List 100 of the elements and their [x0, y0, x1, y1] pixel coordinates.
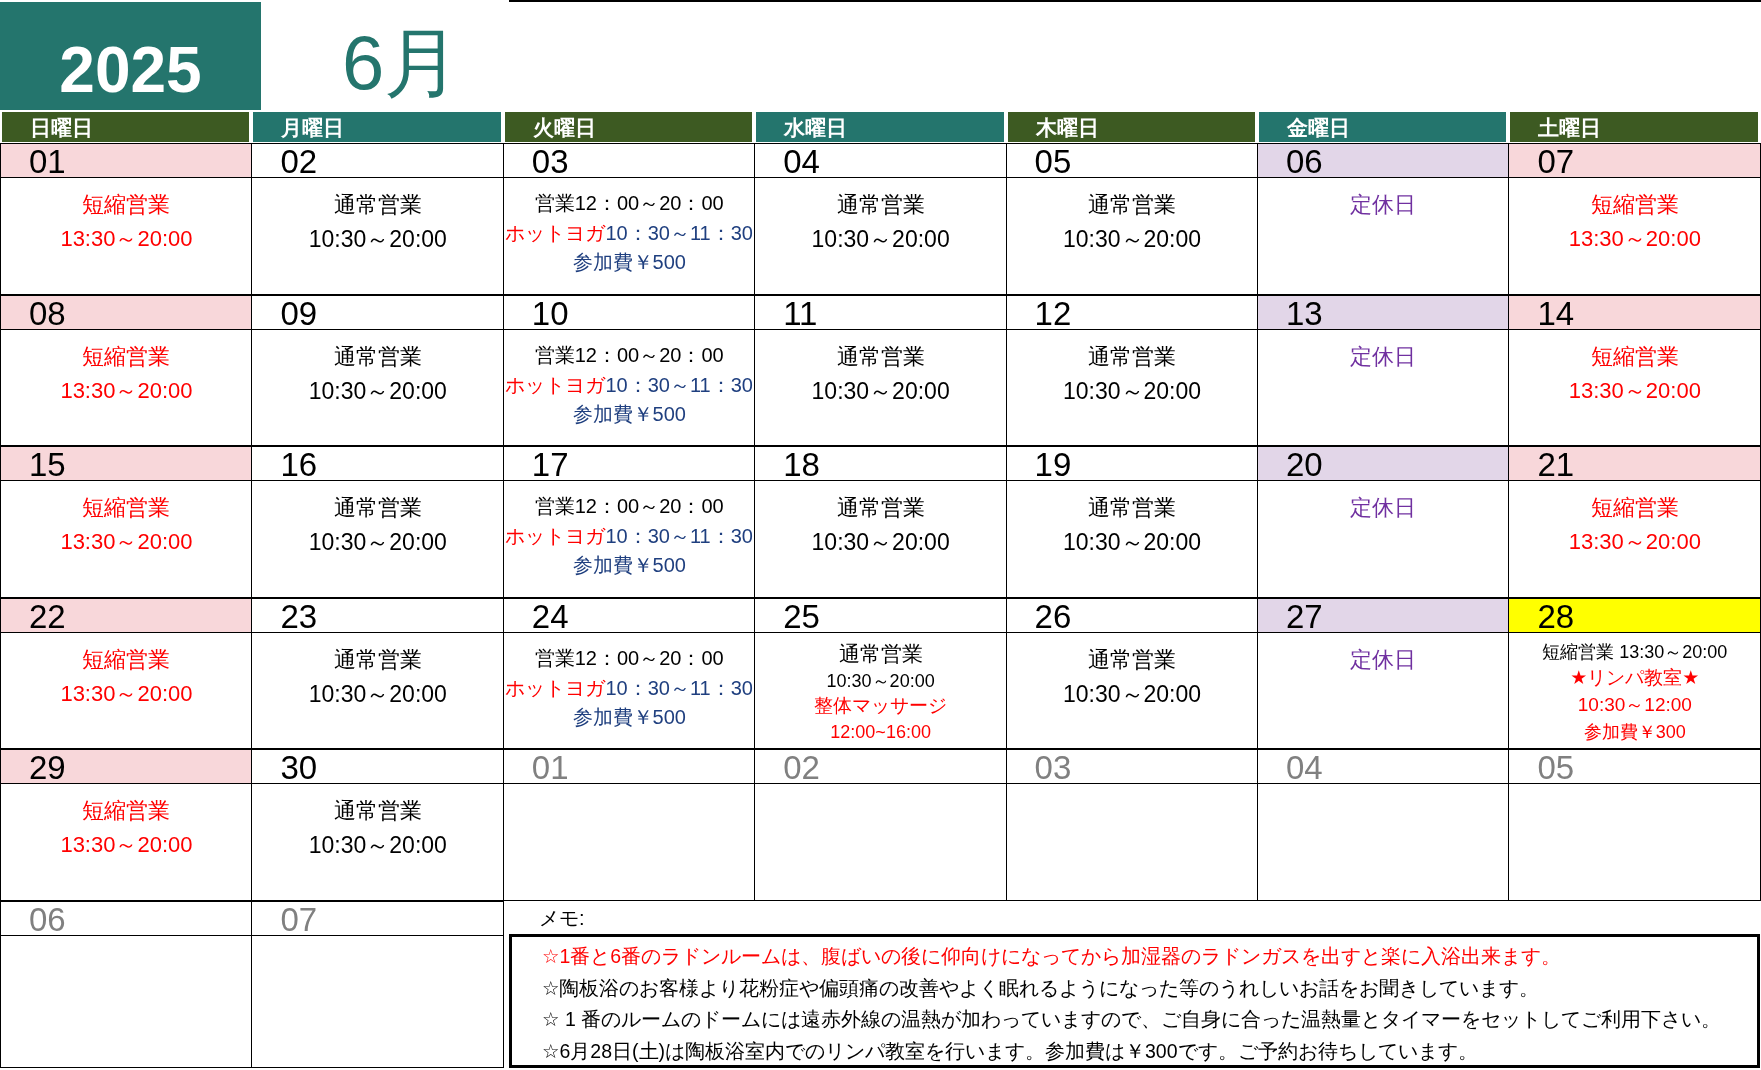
cell-text: 13:30～20:00 — [60, 680, 193, 706]
calendar-cell — [502, 446, 756, 598]
cell-text: 通常営業 — [1088, 495, 1177, 521]
day-number: 27 — [1258, 598, 1509, 633]
cell-text: 定休日 — [1350, 343, 1417, 369]
calendar-cell — [1005, 294, 1259, 447]
cell-text: 通常営業 — [333, 495, 422, 521]
cell-text: 通常営業 — [838, 641, 923, 665]
month-title: 6月 — [342, 19, 461, 107]
calendar-cell — [251, 446, 505, 598]
cell-text: 10：30～11：30 — [605, 525, 753, 548]
cell-text: 通常営業 — [333, 192, 422, 217]
cell-text: ホットヨガ — [505, 222, 606, 244]
cell-text: 短縮営業 — [1590, 343, 1679, 369]
cell-text: 10:30～20:00 — [811, 377, 950, 404]
cell-text: 10:30～20:00 — [1062, 680, 1202, 707]
cell-text: 通常営業 — [1088, 192, 1177, 217]
cell-text: 営業12：00～20：00 — [534, 192, 724, 214]
cell-text: 通常営業 — [333, 343, 422, 369]
calendar-cell — [754, 446, 1008, 598]
cell-text: 通常営業 — [333, 646, 422, 672]
day-number: 20 — [1258, 447, 1509, 482]
cell-text: ホットヨガ — [505, 525, 606, 548]
cell-text: 13:30～20:00 — [1568, 226, 1701, 251]
cell-text: ★リンパ教室★ — [1570, 666, 1700, 688]
cell-text: 10:30～20:00 — [1062, 377, 1202, 404]
cell-text: 営業12：00～20：00 — [534, 495, 724, 518]
calendar-cell — [0, 294, 253, 447]
weekday-header: 火曜日 — [504, 112, 753, 142]
cell-text: 10：30～11：30 — [605, 373, 753, 396]
memo-text: ☆ 1 番のルームのドームには遠赤外線の温熱が加わっていますので、ご自身に合った温熱量とタイマーをセットしてご利用下さい。 — [542, 1007, 1722, 1032]
cell-text: 13:30～20:00 — [60, 832, 193, 858]
cell-text: 短縮営業 13:30～20:00 — [1542, 641, 1728, 662]
cell-text: 短縮営業 — [82, 798, 171, 824]
memo-box — [509, 934, 1760, 1068]
calendar-cell — [0, 901, 253, 1068]
calendar-cell — [0, 597, 253, 750]
cell-text: 13:30～20:00 — [1568, 529, 1701, 555]
cell-text: ホットヨガ — [505, 373, 606, 396]
cell-text: 参加費￥500 — [572, 554, 686, 577]
cell-text: 通常営業 — [836, 192, 925, 217]
calendar-cell — [251, 749, 505, 901]
cell-text: 短縮営業 — [82, 192, 171, 217]
day-number: 13 — [1258, 295, 1509, 330]
day-number: 22 — [1, 598, 252, 633]
weekday-header: 金曜日 — [1259, 112, 1507, 142]
cell-text: 定休日 — [1350, 495, 1417, 521]
memo-text: ☆6月28日(土)は陶板浴室内でのリンパ教室を行います。参加費は￥300です。ご予約お待ちしています。 — [542, 1038, 1478, 1064]
cell-text: 13:30～20:00 — [60, 529, 193, 555]
calendar-cell — [1005, 597, 1259, 750]
calendar-cell — [251, 294, 505, 447]
day-number: 29 — [1, 750, 252, 785]
cell-text: 短縮営業 — [1590, 192, 1679, 217]
cell-text: 10:30～20:00 — [1062, 529, 1202, 556]
cell-text: 参加費￥300 — [1583, 721, 1686, 742]
day-number: 15 — [1, 447, 252, 482]
day-number: 08 — [1, 295, 252, 330]
calendar-cell — [1508, 446, 1761, 598]
calendar-cell — [0, 143, 253, 295]
cell-text: 参加費￥500 — [572, 251, 686, 273]
cell-text: 10：30～11：30 — [605, 676, 753, 699]
cell-text: ホットヨガ — [505, 676, 606, 699]
calendar-cell — [754, 597, 1008, 750]
cell-text: 10:30～20:00 — [308, 680, 447, 707]
cell-text: 短縮営業 — [82, 646, 171, 672]
day-number: 14 — [1509, 295, 1761, 330]
calendar-cell — [1257, 143, 1510, 295]
cell-text: 通常営業 — [836, 343, 925, 369]
day-number: 28 — [1509, 598, 1761, 633]
memo-text: ☆陶板浴のお客様より花粉症や偏頭痛の改善やよく眠れるようになった等のうれしいお話をお聞きしています。 — [542, 975, 1540, 1001]
calendar-cell — [0, 749, 253, 901]
calendar-cell — [1508, 294, 1761, 447]
cell-text: 13:30～20:00 — [1568, 377, 1701, 403]
cell-text: 12:00~16:00 — [830, 721, 931, 742]
cell-text: 参加費￥500 — [572, 402, 686, 425]
calendar-cell — [1005, 446, 1259, 598]
calendar-cell — [251, 597, 505, 750]
calendar-cell — [1257, 294, 1510, 447]
calendar-cell — [1508, 597, 1761, 750]
cell-text: 10：30～11：30 — [605, 222, 753, 244]
calendar-cell — [502, 597, 756, 750]
cell-text: 通常営業 — [836, 495, 925, 521]
cell-text: 13:30～20:00 — [60, 377, 193, 403]
day-number: 01 — [1, 144, 252, 178]
weekday-header: 日曜日 — [2, 112, 250, 142]
cell-text: 10:30～20:00 — [308, 226, 447, 252]
cell-text: 通常営業 — [333, 798, 422, 824]
calendar-cell — [1005, 749, 1259, 901]
calendar-cell — [502, 143, 756, 295]
cell-text: 営業12：00～20：00 — [534, 646, 724, 669]
cell-text: 短縮営業 — [82, 495, 171, 521]
cell-text: 短縮営業 — [1590, 495, 1679, 521]
calendar-cell — [754, 143, 1008, 295]
day-number: 07 — [1509, 144, 1761, 178]
calendar-cell — [1257, 446, 1510, 598]
calendar-cell — [251, 143, 505, 295]
cell-text: 通常営業 — [1088, 646, 1177, 672]
day-number: 06 — [1258, 144, 1509, 178]
cell-text: 10:30～20:00 — [826, 670, 935, 691]
cell-text: 参加費￥500 — [572, 705, 686, 728]
